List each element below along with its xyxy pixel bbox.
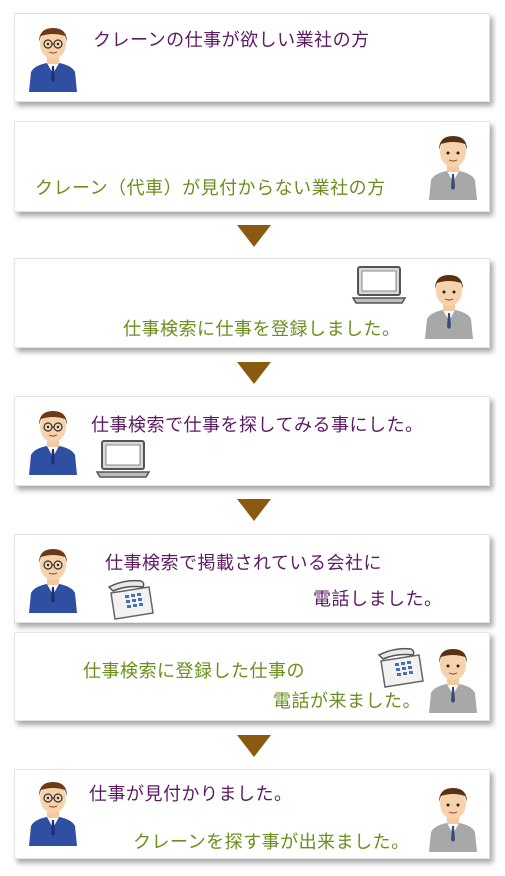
panel-4-line-1: 仕事検索で仕事を探してみる事にした。 xyxy=(91,415,424,436)
panel-5-line-2: 電話しました。 xyxy=(313,589,443,610)
office-phone-icon xyxy=(105,577,155,621)
panel-7-line-1: 仕事が見付かりました。 xyxy=(89,784,293,805)
down-triangle-icon xyxy=(237,735,271,757)
step-panel-6: 仕事検索に登録した仕事の 電話が来ました。 xyxy=(14,632,490,721)
panel-6-line-2: 電話が来ました。 xyxy=(273,691,421,712)
down-triangle-icon xyxy=(237,225,271,247)
step-panel-3: 仕事検索に仕事を登録しました。 xyxy=(14,258,490,348)
worker-blue-suit-icon xyxy=(23,543,83,613)
panel-1-line-1: クレーンの仕事が欲しい業社の方 xyxy=(93,30,370,51)
worker-gray-suit-icon xyxy=(423,130,483,200)
worker-gray-suit-icon xyxy=(423,643,483,713)
panel-3-line-1: 仕事検索に仕事を登録しました。 xyxy=(123,319,401,340)
step-panel-4: 仕事検索で仕事を探してみる事にした。 xyxy=(14,396,490,486)
worker-blue-suit-icon xyxy=(23,405,83,475)
panel-5-line-1: 仕事検索で掲載されている会社に xyxy=(105,553,382,574)
step-panel-2: クレーン（代車）が見付からない業社の方 xyxy=(14,121,490,212)
worker-blue-suit-icon xyxy=(23,22,83,92)
worker-blue-suit-icon xyxy=(23,776,83,846)
down-triangle-icon xyxy=(237,499,271,521)
laptop-icon xyxy=(351,265,407,305)
panel-7-line-2: クレーンを探す事が出来ました。 xyxy=(133,832,410,853)
step-panel-7: 仕事が見付かりました。 クレーンを探す事が出来ました。 xyxy=(14,769,490,859)
panel-6-line-1: 仕事検索に登録した仕事の xyxy=(83,661,305,682)
laptop-icon xyxy=(95,439,151,479)
office-phone-icon xyxy=(375,645,425,689)
step-panel-1: クレーンの仕事が欲しい業社の方 xyxy=(14,13,490,102)
panel-2-line-1: クレーン（代車）が見付からない業社の方 xyxy=(35,178,386,199)
step-panel-5: 仕事検索で掲載されている会社に 電話しました。 xyxy=(14,534,490,623)
worker-gray-suit-icon xyxy=(423,782,483,852)
down-triangle-icon xyxy=(237,362,271,384)
worker-gray-suit-icon xyxy=(419,269,479,339)
